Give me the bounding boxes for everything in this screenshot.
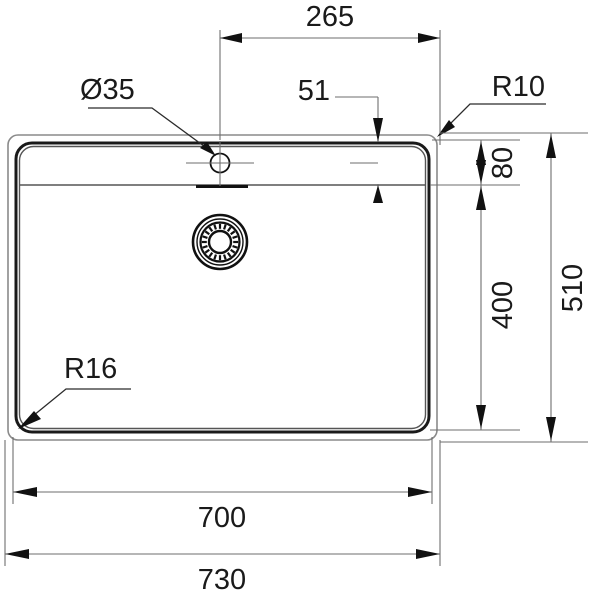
dim-80-arrow-bottom (476, 160, 486, 184)
dim-400-arrow-bottom (476, 405, 486, 429)
dim-265-label: 265 (306, 1, 354, 33)
dim-tap-hole-label: Ø35 (80, 74, 135, 106)
drain-slots (201, 223, 239, 261)
dim-510-arrow-bottom (546, 417, 556, 441)
dim-R10-label: R10 (492, 71, 545, 103)
dimension-265: 265 (219, 1, 441, 145)
dimension-51: 51 (298, 75, 383, 203)
dimension-R10: R10 (437, 71, 546, 137)
dimension-400: 400 (430, 185, 520, 431)
dim-51-arrow-top (373, 118, 383, 142)
dim-R16-leader (27, 388, 131, 421)
dim-510-label: 510 (557, 264, 589, 312)
dim-tap-hole-arrow (200, 142, 216, 156)
dim-265-arrow-left (220, 33, 242, 43)
dimension-tap-hole-diameter: Ø35 (80, 74, 216, 156)
dim-80-arrow-top (476, 141, 486, 165)
tap-hole (186, 141, 254, 186)
dim-400-arrow-top (476, 186, 486, 210)
dimension-R16: R16 (18, 353, 131, 429)
dimension-80: 80 (430, 139, 520, 186)
sink-bowl (14, 141, 431, 434)
dim-730-arrow-left (5, 549, 29, 559)
dimension-510: 510 (440, 132, 589, 443)
dim-R16-label: R16 (64, 353, 117, 385)
drain-center-hole (207, 229, 233, 255)
sink-bowl-inner-outline (18, 145, 427, 430)
tap-ledge (19, 184, 426, 188)
dim-700-arrow-right (408, 487, 432, 497)
dim-51-arrow-bottom (373, 185, 383, 203)
dim-700-label: 700 (198, 502, 246, 534)
dim-510-arrow-top (546, 134, 556, 158)
dim-700-arrow-left (13, 487, 37, 497)
dim-730-arrow-right (416, 549, 440, 559)
dim-400-label: 400 (487, 281, 519, 329)
dim-51-label: 51 (298, 75, 330, 107)
dimension-700: 700 (12, 437, 433, 534)
sink-outer-rim-outline (7, 134, 438, 441)
drain-strainer (191, 213, 249, 271)
sink-bowl-outline (14, 141, 431, 434)
sink-rim (7, 134, 438, 441)
dim-tap-hole-leader (88, 107, 213, 153)
dim-R16-arrow (18, 411, 41, 429)
drain-outer-ring (191, 213, 249, 271)
dimension-730: 730 (4, 440, 441, 596)
dim-R10-leader (443, 103, 546, 131)
dim-265-arrow-right (418, 33, 440, 43)
dim-730-label: 730 (198, 564, 246, 596)
dim-80-label: 80 (487, 147, 519, 179)
drain-third-ring (199, 221, 241, 263)
drain-second-ring (196, 218, 244, 266)
